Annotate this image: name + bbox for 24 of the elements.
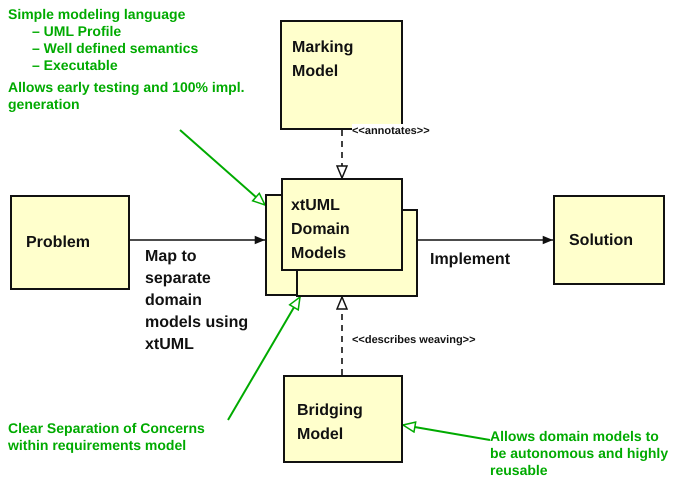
box-label: Solution [569, 231, 633, 251]
note-text: Clear Separation of Concerns within requirements model [8, 420, 206, 454]
box-label: Marking Model [292, 38, 354, 82]
note-text: – Executable [31, 57, 118, 74]
dashed-arrow [336, 130, 348, 179]
leader-arrow [227, 296, 301, 420]
note-text: Simple modeling language [8, 6, 186, 23]
leader-arrow [179, 129, 266, 206]
arrow [130, 236, 265, 244]
box-label: Problem [26, 233, 90, 253]
edge-label: <<describes weaving>> [352, 333, 476, 347]
note-text: – Well defined semantics [31, 40, 198, 57]
edge-label: Implement [430, 250, 510, 270]
model-box [553, 195, 665, 285]
note-text: – UML Profile [31, 23, 122, 40]
leader-arrow [402, 421, 490, 441]
model-box [283, 375, 403, 463]
box-label: xtUML Domain Models [291, 196, 351, 264]
note-text: Allows early testing and 100% impl. generation [8, 79, 246, 113]
arrow [418, 236, 553, 244]
box-label: Bridging Model [297, 401, 364, 445]
dashed-arrow [336, 296, 348, 375]
model-box [10, 195, 130, 290]
note-text: Allows domain models to be autonomous and highly reusable [490, 428, 670, 479]
